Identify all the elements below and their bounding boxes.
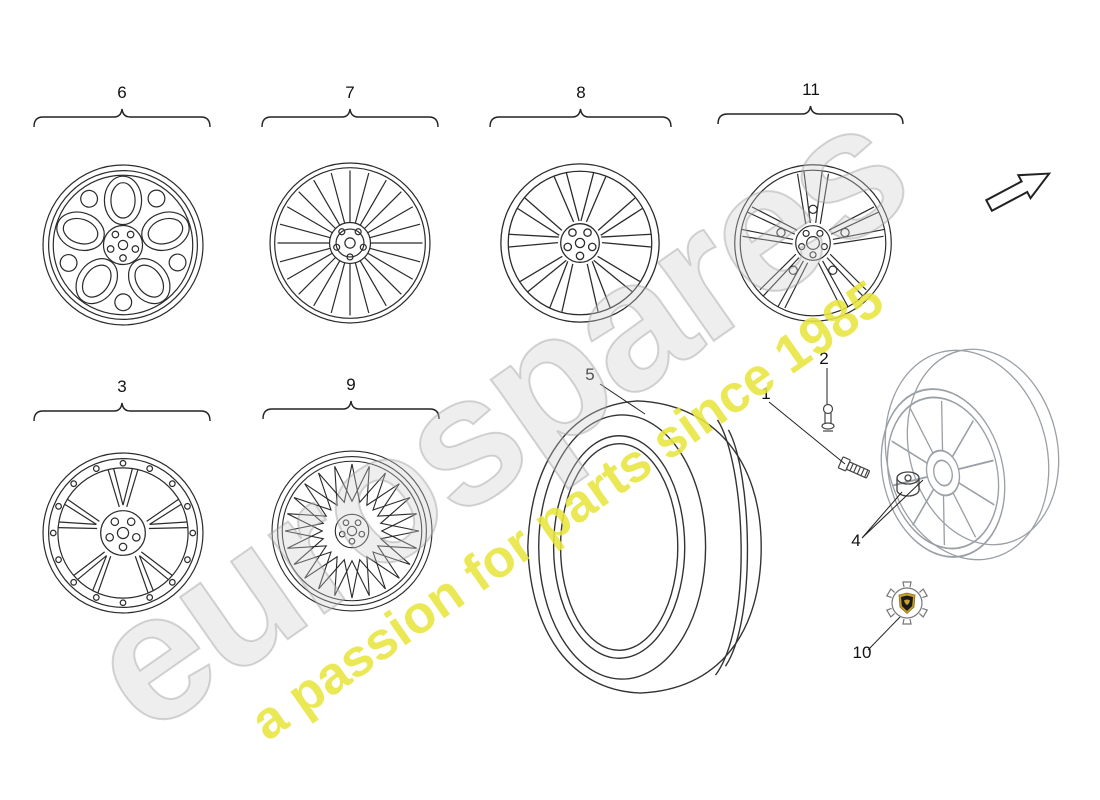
callout-label-wheel-3[interactable]: 3 — [117, 377, 127, 396]
callout-label-wheel-11[interactable]: 11 — [802, 80, 820, 99]
hub-detail-drawing — [896, 471, 920, 497]
wheel-11-drawing — [734, 164, 892, 322]
bracket-wheel-11 — [717, 105, 904, 125]
callout-label-screw[interactable]: 1 — [761, 384, 771, 403]
bracket-wheel-9 — [262, 400, 440, 420]
lamborghini-shield-icon — [898, 592, 916, 615]
tire-drawing — [527, 400, 762, 694]
screw-drawing — [837, 456, 870, 479]
callout-label-tire[interactable]: 5 — [585, 365, 595, 384]
callout-label-wheel-6[interactable]: 6 — [117, 83, 127, 102]
wheel-7-drawing — [269, 162, 431, 324]
rim-3d-drawing — [880, 348, 1060, 561]
callout-label-wheel-7[interactable]: 7 — [345, 83, 355, 102]
bracket-wheel-3 — [33, 402, 211, 422]
callout-label-valve[interactable]: 2 — [819, 349, 829, 368]
back-arrow-icon[interactable] — [983, 162, 1055, 217]
callout-label-hub[interactable]: 4 — [851, 531, 861, 550]
bracket-wheel-6 — [33, 108, 211, 128]
wheel-3-drawing — [42, 452, 204, 614]
bracket-wheel-7 — [261, 108, 439, 128]
callout-label-wheel-9[interactable]: 9 — [346, 375, 356, 394]
callout-label-wheel-8[interactable]: 8 — [576, 83, 586, 102]
valve-drawing — [821, 403, 835, 432]
wheel-9-drawing — [271, 450, 433, 612]
wheel-8-drawing — [500, 163, 660, 323]
center-cap-drawing — [886, 581, 928, 625]
bracket-wheel-8 — [489, 108, 672, 128]
wheel-6-drawing — [42, 164, 204, 326]
callout-label-center-cap[interactable]: 10 — [852, 643, 872, 662]
